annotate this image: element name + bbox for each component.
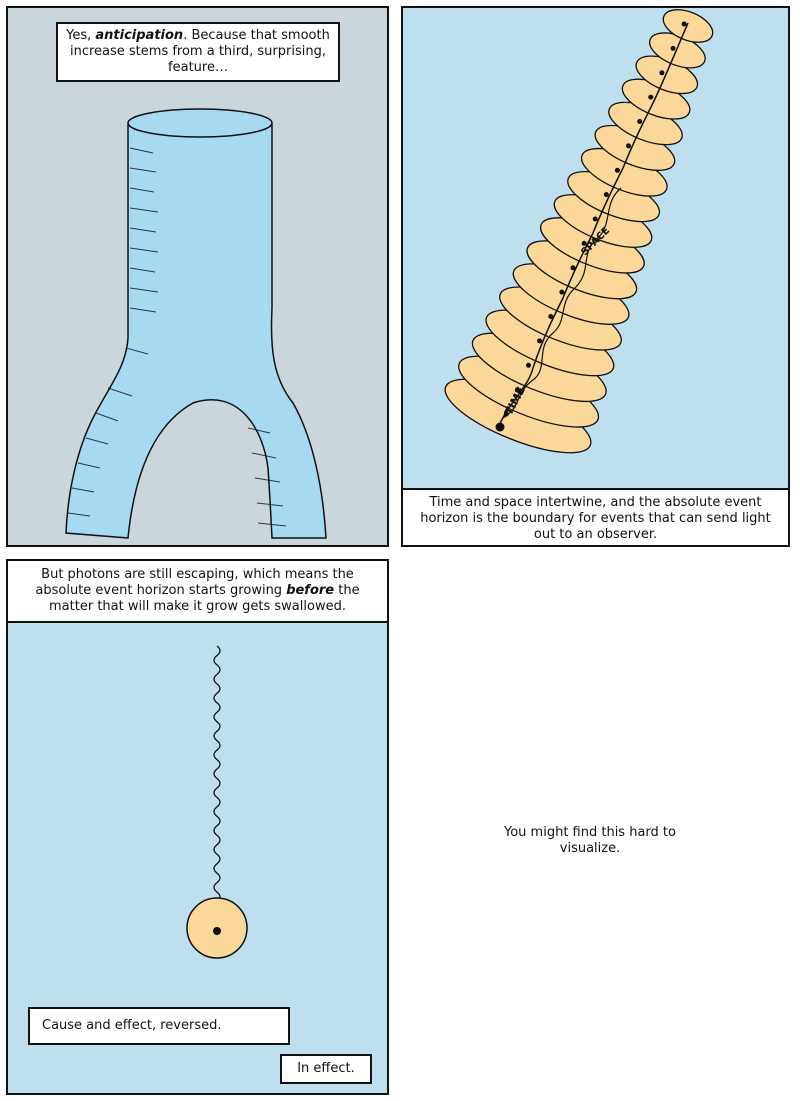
caption-photons: But photons are still escaping, which me… (8, 561, 387, 623)
spacetime-slice (662, 9, 714, 43)
caption-cause-effect: Cause and effect, reversed. (28, 1007, 290, 1045)
worldline-dot (581, 240, 587, 246)
caption-text-suffix: the matter that will make it grow gets s… (49, 583, 360, 614)
worldline-dot (659, 70, 665, 76)
caption-emphasis: anticipation (95, 28, 184, 43)
worldline-dot (681, 21, 687, 27)
caption-in-effect: In effect. (280, 1054, 372, 1084)
worldline-dot (548, 314, 554, 319)
panel-photons: But photons are still escaping, which me… (6, 559, 389, 1095)
worldline-dot (559, 289, 565, 295)
worldline-dot (626, 143, 631, 149)
caption-text-suffix: . Because that smooth increase stems fro… (69, 28, 330, 75)
worldline-dot (614, 167, 620, 173)
spacetime-slices-illustration: TIME SPACE (444, 9, 714, 454)
visualize-note: You might find this hard to visualize. (504, 825, 676, 856)
panel-anticipation: Yes, anticipation. Because that smooth i… (6, 6, 389, 547)
worldline-dot (537, 338, 543, 344)
worldline-dot (592, 216, 598, 222)
caption-spacetime: Time and space intertwine, and the absol… (403, 488, 788, 545)
caption-text: Yes, (66, 28, 96, 43)
caption-anticipation: Yes, anticipation. Because that smooth i… (56, 22, 340, 82)
worldline-dot (603, 192, 609, 198)
worldline-dot (637, 119, 643, 124)
photon-wave (213, 645, 221, 912)
matter-dot (213, 927, 221, 935)
caption-text: But photons are still escaping, which me… (35, 567, 354, 598)
worldline-dot (648, 94, 654, 100)
panel-spacetime: TIME SPACE Time and space intertwine, an… (401, 6, 790, 547)
photon-escape-illustration (186, 645, 248, 959)
branching-tube-illustration (65, 108, 327, 539)
worldline-dot (514, 387, 520, 393)
worldline-dot (570, 265, 576, 271)
worldline-dot (526, 362, 531, 368)
spacetime-slices (444, 9, 714, 454)
worldline-dot (670, 45, 676, 51)
caption-emphasis: before (286, 583, 335, 598)
